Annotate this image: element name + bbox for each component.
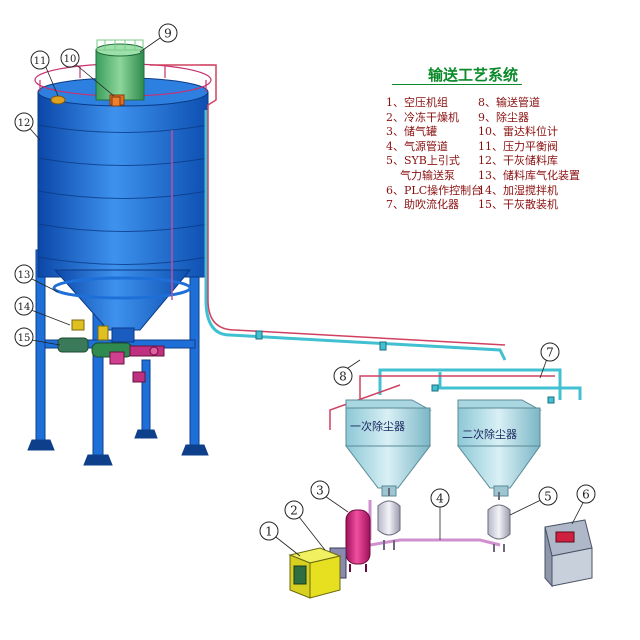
callout-text-7: 7 <box>546 346 554 360</box>
callout-numbers: 9 10 11 12 13 14 15 8 7 1 2 3 4 5 6 <box>18 27 590 539</box>
callout-text-10: 10 <box>64 54 77 65</box>
callout-11 <box>30 50 50 70</box>
legend-item: 4、气源管道 <box>386 139 448 153</box>
callout-8 <box>333 366 353 386</box>
legend-item: 11、压力平衡阀 <box>478 139 558 153</box>
callout-text-2: 2 <box>290 504 298 518</box>
callout-text-3: 3 <box>316 484 324 498</box>
callout-text-4: 4 <box>436 492 444 506</box>
callout-leaders <box>25 37 587 557</box>
callout-text-15: 15 <box>18 333 31 344</box>
callout-text-1: 1 <box>265 525 273 539</box>
callout-text-8: 8 <box>339 370 347 384</box>
legend-item: 14、加湿搅拌机 <box>478 183 558 197</box>
air-compressor-unit <box>288 547 342 599</box>
callout-15 <box>14 327 34 347</box>
primary-hopper-label: 一次除尘器 <box>350 420 405 433</box>
syb-pump-1 <box>377 488 401 550</box>
callout-7 <box>540 342 560 362</box>
callout-text-14: 14 <box>18 302 31 313</box>
callout-circles <box>14 23 596 541</box>
callout-text-9: 9 <box>164 27 172 41</box>
dry-ash-bulk-loader <box>109 345 165 383</box>
legend-item: 8、输送管道 <box>478 96 540 109</box>
air-receiver-tank <box>345 509 371 572</box>
dust-collector <box>95 39 145 106</box>
callout-10 <box>60 48 80 68</box>
legend-left-column: 1、空压机组 2、冷冻干燥机 3、储气罐 4、气源管道 5、SYB上引式 气力输… <box>386 96 482 213</box>
legend-item: 13、储料库气化装置 <box>478 168 580 182</box>
legend-right-column: 8、输送管道 9、除尘器 10、雷达料位计 11、压力平衡阀 12、干灰储料库 … <box>478 96 580 213</box>
callout-5 <box>538 486 558 506</box>
legend-item: 9、除尘器 <box>478 110 529 124</box>
callout-4 <box>430 488 450 508</box>
diagram-title: 输送工艺系统 <box>428 66 519 84</box>
callout-1 <box>259 521 279 541</box>
legend-item: 6、PLC操作控制台 <box>386 183 483 197</box>
callout-12 <box>14 112 34 132</box>
legend-item: 气力输送泵 <box>400 168 455 182</box>
radar-level-meter <box>111 96 121 107</box>
legend-item: 3、储气罐 <box>386 125 437 139</box>
callout-9 <box>158 23 178 43</box>
plc-control-console <box>544 519 593 588</box>
legend-item: 1、空压机组 <box>386 96 448 109</box>
callout-text-13: 13 <box>18 270 31 281</box>
syb-pump-2 <box>487 492 511 552</box>
callout-text-12: 12 <box>18 118 31 129</box>
callout-14 <box>14 296 34 316</box>
dry-ash-silo <box>37 77 209 343</box>
callout-text-6: 6 <box>582 488 590 502</box>
legend-item: 12、干灰储料库 <box>478 154 558 168</box>
primary-dust-hopper <box>344 399 432 497</box>
legend-item: 7、助吹流化器 <box>386 198 459 212</box>
legend-item: 2、冷冻干燥机 <box>386 110 459 124</box>
secondary-hopper-label: 二次除尘器 <box>462 428 517 441</box>
callout-text-5: 5 <box>544 490 552 504</box>
secondary-dust-hopper <box>456 399 542 497</box>
title-underline <box>392 84 522 85</box>
callout-text-11: 11 <box>34 56 47 67</box>
callout-2 <box>284 500 304 520</box>
legend-item: 10、雷达料位计 <box>478 125 558 139</box>
callout-13 <box>14 264 34 284</box>
callout-3 <box>310 480 330 500</box>
pressure-balance-valve <box>50 95 66 105</box>
legend-item: 15、干灰散装机 <box>478 198 558 212</box>
legend-item: 5、SYB上引式 <box>386 154 460 168</box>
callout-6 <box>576 484 596 504</box>
pipe-valves <box>255 330 555 404</box>
